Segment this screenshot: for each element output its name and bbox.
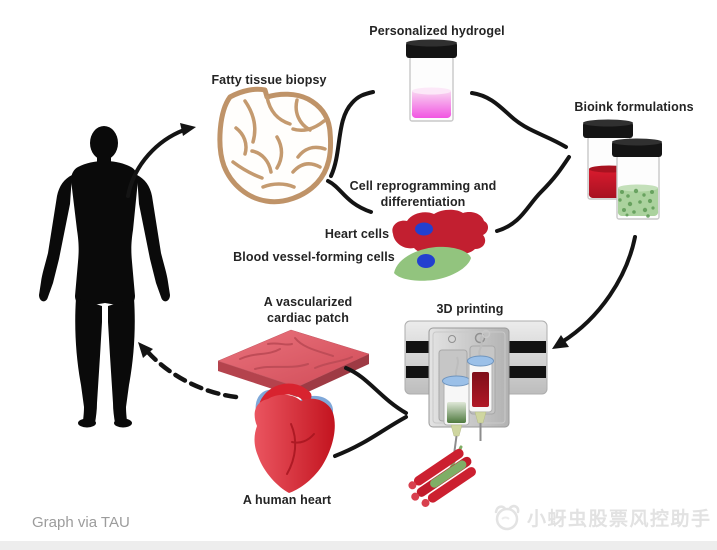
arrow-bioink-to-printer bbox=[560, 235, 637, 344]
human-heart-illustration bbox=[254, 383, 335, 493]
curve-biopsy-to-hydrogel bbox=[329, 90, 375, 178]
arrowheads bbox=[138, 123, 569, 358]
label-cardiac-patch-line1: A vascularized bbox=[263, 295, 353, 309]
printer-illustration bbox=[404, 320, 548, 467]
watermark-bug-icon bbox=[494, 504, 520, 531]
curve-cells-to-bioink bbox=[495, 155, 571, 233]
label-cell-reprogramming-line1: Cell reprogramming and bbox=[349, 179, 497, 193]
vessel-cell-illustration bbox=[394, 246, 471, 281]
credit-text: Graph via TAU bbox=[32, 514, 130, 531]
label-heart-cells: Heart cells bbox=[324, 227, 390, 241]
arrowhead-to-human bbox=[138, 342, 153, 358]
label-cardiac-patch-line2: cardiac patch bbox=[267, 311, 349, 325]
human-silhouette-illustration bbox=[39, 126, 170, 428]
bottom-strip bbox=[0, 541, 717, 550]
printed-strands-illustration bbox=[408, 445, 476, 507]
flow-arrows bbox=[126, 90, 637, 458]
label-cell-reprogramming-line2: differentiation bbox=[380, 195, 466, 209]
label-3d-printing: 3D printing bbox=[436, 302, 504, 316]
fatty-tissue-illustration bbox=[217, 86, 334, 205]
arrow-patch-to-human-dashed bbox=[143, 347, 239, 400]
curve-biopsy-to-cells bbox=[326, 179, 373, 214]
hydrogel-vial-illustration bbox=[406, 39, 457, 122]
bioink-vials-illustration bbox=[583, 119, 662, 220]
label-human-heart: A human heart bbox=[242, 493, 332, 507]
arrow-human-to-biopsy bbox=[126, 128, 186, 198]
label-fatty-tissue-biopsy: Fatty tissue biopsy bbox=[211, 73, 327, 87]
watermark-text: 小蚜虫股票风控助手 bbox=[527, 508, 712, 530]
fork-printer-to-patch bbox=[344, 366, 408, 415]
watermark: 小蚜虫股票风控助手 bbox=[490, 502, 712, 532]
label-bioink-formulations: Bioink formulations bbox=[574, 100, 694, 114]
arrowhead-to-printer bbox=[552, 335, 569, 349]
curve-hydrogel-to-bioink bbox=[470, 91, 568, 149]
label-personalized-hydrogel: Personalized hydrogel bbox=[369, 24, 505, 38]
label-blood-vessel-cells: Blood vessel-forming cells bbox=[233, 250, 395, 264]
heart-cell-illustration bbox=[392, 209, 489, 255]
arrowhead-to-biopsy bbox=[180, 123, 196, 136]
fork-printer-to-heart bbox=[333, 415, 408, 458]
